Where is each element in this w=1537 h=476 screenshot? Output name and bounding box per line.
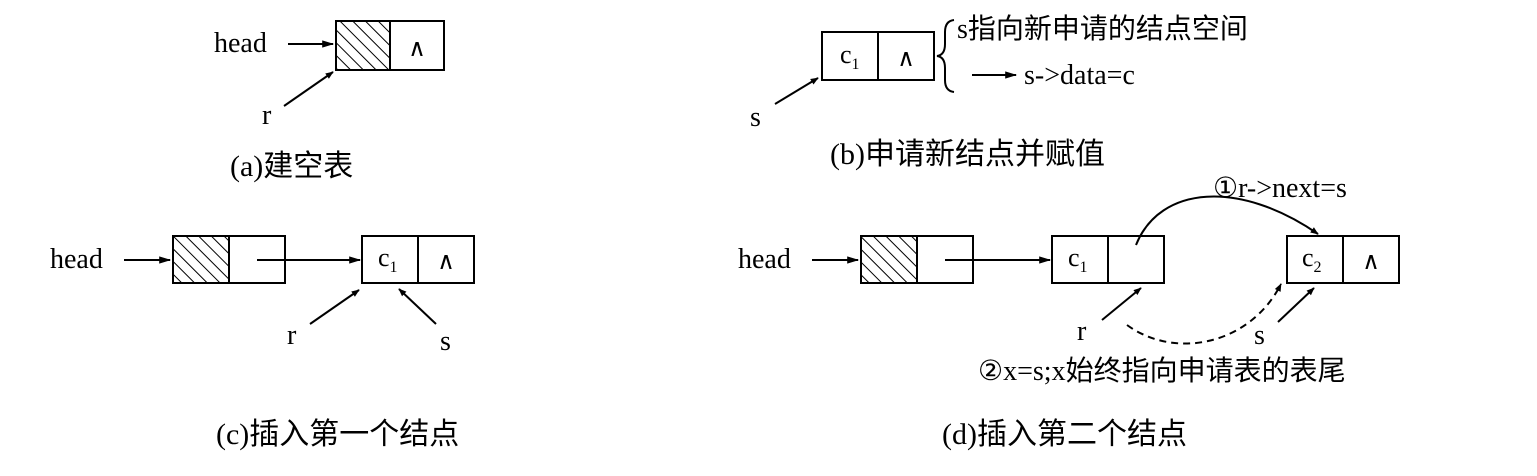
caption-d: (d)插入第二个结点	[942, 418, 1187, 451]
node-b-value: c1	[840, 40, 860, 73]
head-label-a: head	[214, 28, 267, 59]
r-move-dashed-arrow-d	[1126, 283, 1282, 345]
panel-a: head ∧ r (a)建空表	[214, 20, 445, 183]
s-arrow-d	[1277, 287, 1315, 323]
head-label-c: head	[50, 244, 103, 275]
curly-brace-b	[936, 19, 955, 93]
next-pointer-curve-d	[1135, 195, 1319, 246]
s-arrow-c	[398, 288, 437, 325]
note-b-line2: s->data=c	[1024, 60, 1135, 91]
head-node-d-data	[860, 235, 918, 284]
node1-d-value: c1	[1068, 243, 1088, 276]
null-symbol-b: ∧	[897, 46, 915, 72]
node2-d-value: c2	[1302, 243, 1322, 276]
null-symbol-a: ∧	[408, 36, 426, 62]
null-symbol-d: ∧	[1362, 249, 1380, 275]
node-c-value: c1	[378, 243, 398, 276]
note-b-line1: s指向新申请的结点空间	[957, 13, 1248, 45]
r-label-c: r	[287, 320, 297, 351]
s-label-c: s	[440, 326, 451, 357]
caption-a: (a)建空表	[230, 150, 353, 183]
r-arrow-c	[309, 289, 360, 325]
head-label-d: head	[738, 244, 791, 275]
s-label-d: s	[1254, 320, 1265, 351]
s-arrow-b	[774, 77, 819, 105]
panel-b: c1 ∧ s s指向新申请的结点空间 s->data=c (b)申请新结点并赋值	[750, 13, 1248, 171]
node-c-data	[361, 235, 419, 284]
r-arrow-a	[283, 71, 334, 107]
r-label-d: r	[1077, 316, 1087, 347]
step1-label-d: ①r->next=s	[1213, 173, 1347, 204]
node-c-next	[417, 235, 475, 284]
head-node-a-data	[335, 20, 391, 71]
caption-b: (b)申请新结点并赋值	[830, 138, 1105, 171]
node2-d-next	[1342, 235, 1400, 284]
step2-label-d: ②x=s;x始终指向申请表的表尾	[978, 355, 1346, 387]
null-symbol-c: ∧	[437, 249, 455, 275]
panel-c: head c1 ∧ r s (c)插入第一个结点	[50, 235, 475, 451]
node-b-data	[821, 31, 879, 81]
head-node-c-data	[172, 235, 230, 284]
node-b-next	[877, 31, 935, 81]
r-label-a: r	[262, 100, 272, 131]
caption-c: (c)插入第一个结点	[216, 418, 459, 451]
s-label-b: s	[750, 102, 761, 133]
r-arrow-d	[1101, 287, 1142, 321]
head-node-a-next	[389, 20, 445, 71]
panel-d: head c1 c2 ∧ ①r->next=s r s ②x=s;x始终指向申请…	[738, 173, 1400, 451]
